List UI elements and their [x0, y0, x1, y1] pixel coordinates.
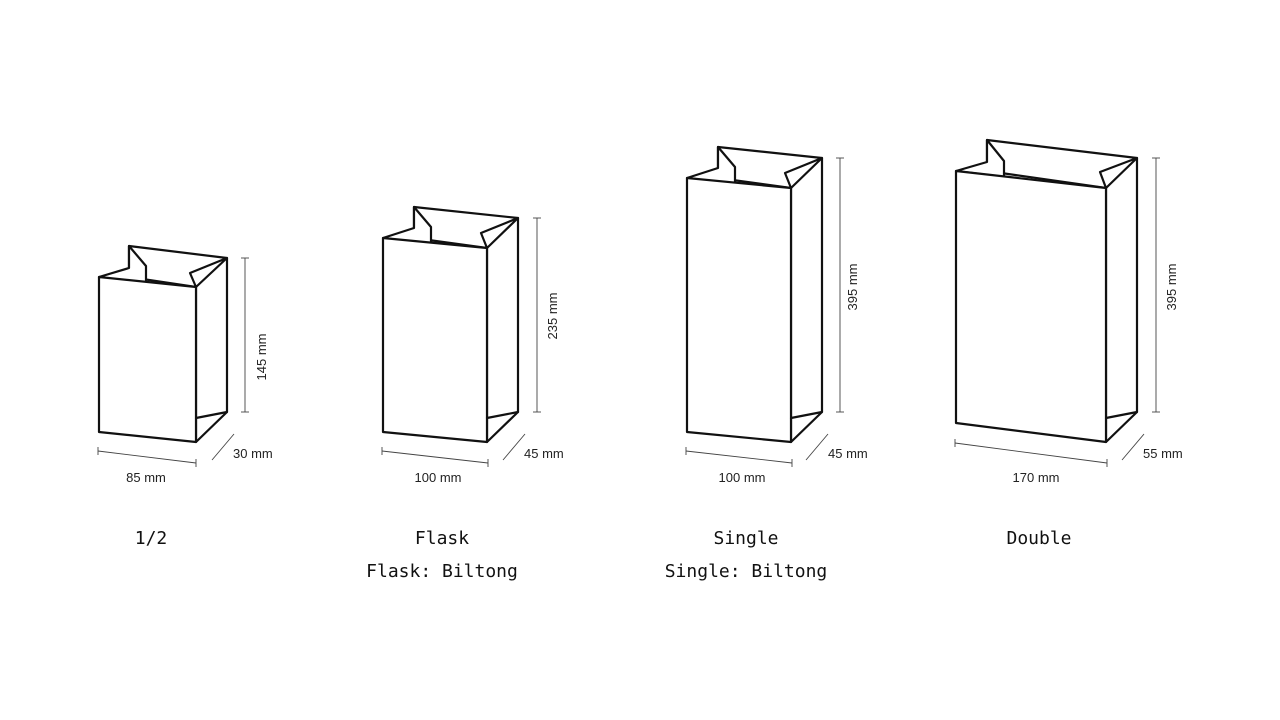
bag-half-name: 1/2 [135, 528, 168, 549]
bag-flask-subtitle: Flask: Biltong [366, 561, 518, 582]
bag-half-bottom-fold [194, 410, 229, 420]
bag-single-bottom-fold [789, 410, 824, 420]
bag-single: 395 mm 100 mm 45 mm Single Single: Bilto… [665, 145, 868, 582]
bag-single-right-gusset [783, 156, 824, 190]
bag-half-right-gusset [188, 256, 229, 289]
bag-double-name: Double [1006, 528, 1071, 549]
bag-double-width-label: 170 mm [1013, 470, 1060, 485]
bag-single-name: Single [713, 528, 778, 549]
bag-double-bottom-fold [1104, 410, 1139, 420]
bag-double-height-dimension: 395 mm [1152, 157, 1179, 413]
bag-half-depth-label: 30 mm [233, 446, 273, 461]
bag-half-front-panel [97, 275, 198, 444]
bag-single-depth-dimension: 45 mm [805, 433, 868, 461]
bag-flask-height-dimension: 235 mm [533, 217, 560, 413]
bag-flask-front-panel [381, 236, 489, 444]
bag-double-height-label: 395 mm [1164, 264, 1179, 311]
bag-half-width-label: 85 mm [126, 470, 166, 485]
bag-single-depth-label: 45 mm [828, 446, 868, 461]
bag-flask-height-label: 235 mm [545, 293, 560, 340]
bag-single-height-dimension: 395 mm [836, 157, 860, 413]
bag-single-front-panel [685, 176, 793, 444]
bag-half: 145 mm 85 mm 30 mm 1/2 [97, 244, 273, 549]
bag-single-height-label: 395 mm [845, 264, 860, 311]
bag-single-subtitle: Single: Biltong [665, 561, 828, 582]
bag-half-width-dimension: 85 mm [97, 447, 197, 485]
bag-double-depth-label: 55 mm [1143, 446, 1183, 461]
bag-double-front-panel [954, 169, 1108, 444]
bag-half-depth-dimension: 30 mm [211, 433, 273, 461]
bag-half-height-dimension: 145 mm [241, 257, 269, 413]
bag-single-width-label: 100 mm [719, 470, 766, 485]
bag-flask-bottom-fold [485, 410, 520, 420]
bag-single-width-dimension: 100 mm [685, 447, 793, 485]
bag-flask-width-label: 100 mm [415, 470, 462, 485]
bag-flask-name: Flask [415, 528, 469, 549]
bag-flask-depth-dimension: 45 mm [502, 433, 564, 461]
bag-flask-depth-label: 45 mm [524, 446, 564, 461]
bag-half-height-label: 145 mm [254, 334, 269, 381]
bag-double-width-dimension: 170 mm [954, 439, 1108, 485]
bag-flask-width-dimension: 100 mm [381, 447, 489, 485]
bag-double-right-gusset [1098, 156, 1139, 190]
bag-flask-right-gusset [479, 216, 520, 250]
bag-flask: 235 mm 100 mm 45 mm Flask Flask: Biltong [366, 205, 564, 582]
bag-double-depth-dimension: 55 mm [1121, 433, 1183, 461]
bag-double: 395 mm 170 mm 55 mm Double [954, 138, 1183, 549]
